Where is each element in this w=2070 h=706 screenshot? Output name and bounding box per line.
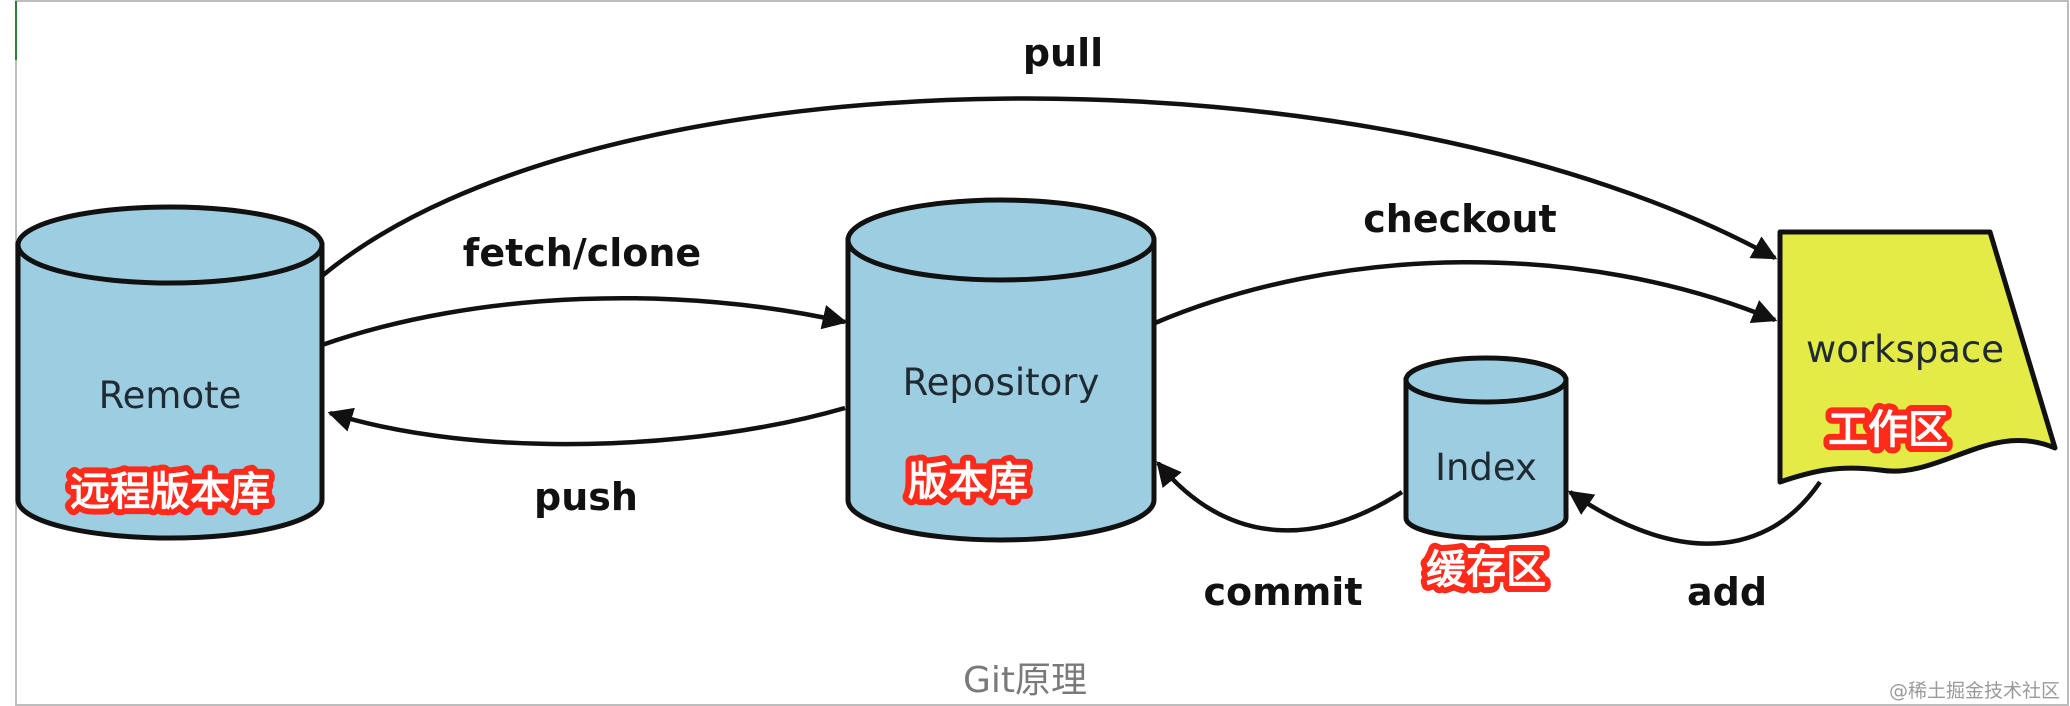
index-cylinder-top — [1403, 355, 1569, 405]
workspace-node: workspace 工作区 — [1777, 229, 2058, 485]
workspace-cn-label: 工作区 — [1828, 407, 1948, 453]
diagram-caption: Git原理 — [963, 660, 1087, 701]
repository-cylinder-top — [845, 197, 1157, 283]
add-label: add — [1687, 570, 1767, 614]
commit-arrow — [1156, 461, 1404, 533]
remote-node: Remote 远程版本库 — [15, 204, 325, 541]
remote-cn-label: 远程版本库 — [70, 469, 270, 515]
remote-cylinder-body — [15, 242, 325, 541]
repository-cn-label: 版本库 — [908, 459, 1028, 505]
fetch-clone-arrow — [321, 295, 848, 348]
commit-label: commit — [1203, 570, 1362, 614]
fetch-clone-label: fetch/clone — [463, 231, 701, 275]
push-arrow — [327, 405, 846, 447]
repository-label: Repository — [903, 361, 1100, 404]
remote-label: Remote — [99, 374, 242, 417]
workspace-label: workspace — [1806, 328, 2004, 371]
remote-cylinder-top — [15, 204, 325, 286]
source-watermark: @稀土掘金技术社区 — [1889, 680, 2060, 702]
index-cn-label: 缓存区 — [1426, 547, 1546, 593]
checkout-arrow — [1154, 260, 1778, 326]
pull-arrow — [320, 96, 1778, 278]
index-label: Index — [1435, 446, 1537, 489]
pull-label: pull — [1023, 31, 1103, 75]
add-arrow — [1567, 480, 1822, 546]
index-node: Index 缓存区 — [1403, 355, 1569, 599]
repository-node: Repository 版本库 — [845, 197, 1157, 543]
repository-cylinder-body — [845, 237, 1157, 543]
index-cylinder-body — [1403, 377, 1569, 541]
workspace-document-shape — [1777, 229, 2058, 485]
checkout-label: checkout — [1363, 197, 1556, 241]
push-label: push — [534, 475, 638, 519]
